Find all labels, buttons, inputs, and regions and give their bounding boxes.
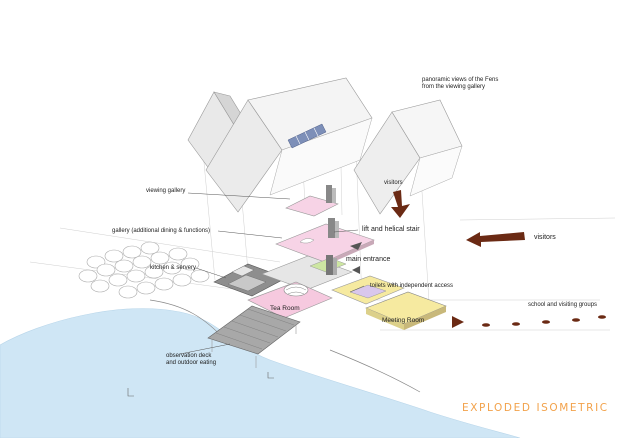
trees <box>78 241 210 299</box>
label-visitors-top: visitors <box>384 180 403 186</box>
label-visitors-right: visitors <box>534 234 556 241</box>
room-tea-room: Tea Room <box>270 305 300 312</box>
room-meeting-room: Meeting Room <box>382 317 425 324</box>
water-body <box>0 308 521 439</box>
ground-floor <box>207 255 447 368</box>
label-main-entrance: main entrance <box>346 256 391 263</box>
label-panoramic-line-2: from the viewing gallery <box>422 84 486 90</box>
leader-lines <box>179 192 365 355</box>
shoreline <box>329 349 421 393</box>
label-lift-stair: lift and helical stair <box>362 226 420 233</box>
entrance-marker <box>352 266 360 274</box>
roof-main <box>205 77 373 213</box>
viewing-gallery-level <box>285 185 339 217</box>
label-kitchen-servery: kitchen & servery <box>150 265 197 271</box>
label-school-groups: school and visiting groups <box>528 302 598 308</box>
entrance-marker <box>350 242 362 250</box>
label-panoramic-views: panoramic views of the Fens from the vie… <box>422 77 498 91</box>
skylights <box>287 123 327 149</box>
label-viewing-gallery: viewing gallery <box>146 188 186 194</box>
label-toilets: toilets with independent access <box>370 283 454 289</box>
label-observation-deck: observation deck and outdoor eating <box>166 353 216 367</box>
visitor-arrows <box>391 190 606 328</box>
roof-right <box>353 99 463 215</box>
diagram-title: EXPLODED ISOMETRIC <box>462 402 609 414</box>
label-panoramic-line-1: panoramic views of the Fens <box>422 77 499 83</box>
section-markers <box>127 372 274 397</box>
label-gallery-functions: gallery (additional dining & functions) <box>112 228 211 234</box>
label-observation-line-1: observation deck <box>166 353 212 359</box>
label-observation-line-2: and outdoor eating <box>166 360 217 366</box>
